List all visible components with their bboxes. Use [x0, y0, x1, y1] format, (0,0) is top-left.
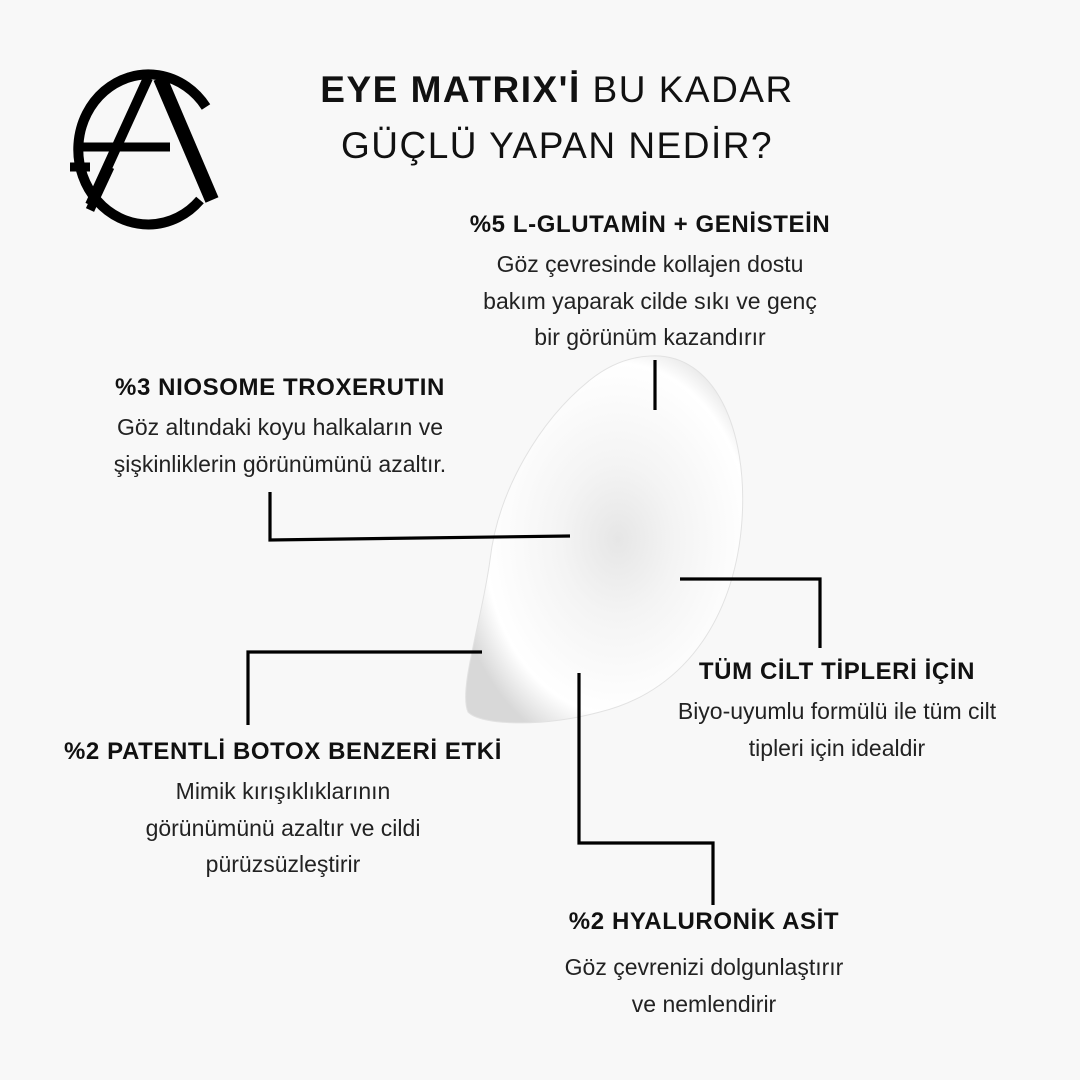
- feature-troxerutin: %3 NIOSOME TROXERUTIN Göz altındaki koyu…: [20, 373, 540, 482]
- title-regular: BU KADAR: [592, 69, 794, 110]
- feature-text: pürüzsüzleştirir: [205, 851, 361, 877]
- cream-swatch: [465, 355, 744, 724]
- feature-heading: %2 PATENTLİ BOTOX BENZERİ ETKİ: [63, 738, 503, 765]
- feature-heading: TÜM CİLT TİPLERİ İÇİN: [698, 658, 976, 685]
- connector-lines: [246, 360, 822, 905]
- feature-text: tipleri için idealdir: [748, 734, 926, 761]
- feature-heading: %3 NIOSOME TROXERUTIN: [115, 374, 445, 401]
- feature-heading: %2 HYALURONİK ASİT: [568, 908, 840, 935]
- feature-text: şişkinliklerin görünümünü azaltır.: [113, 450, 447, 477]
- logo: [70, 69, 219, 230]
- feature-text: Mimik kırışıklıklarının: [175, 778, 391, 804]
- feature-text: bir görünüm kazandırır: [534, 324, 766, 350]
- feature-text: Göz çevresinde kollajen dostu: [496, 251, 804, 277]
- feature-botox: %2 PATENTLİ BOTOX BENZERİ ETKİ Mimik kır…: [23, 737, 543, 883]
- feature-heading: %5 L-GLUTAMİN + GENİSTEİN: [469, 211, 831, 238]
- title-line2: GÜÇLÜ YAPAN NEDİR?: [340, 125, 774, 166]
- feature-text: görünümünü azaltır ve cildi: [145, 814, 421, 841]
- title-bold: EYE MATRIX'İ: [320, 69, 581, 110]
- feature-skin-types: TÜM CİLT TİPLERİ İÇİN Biyo-uyumlu formül…: [577, 657, 1080, 766]
- page-title: EYE MATRIX'İ BU KADAR GÜÇLÜ YAPAN NEDİR?: [257, 62, 857, 174]
- feature-glutamine: %5 L-GLUTAMİN + GENİSTEİN Göz çevresinde…: [390, 210, 910, 356]
- feature-text: Göz altındaki koyu halkaların ve: [116, 414, 443, 440]
- feature-text: bakım yaparak cilde sıkı ve genç: [483, 287, 817, 314]
- feature-hyaluronic: %2 HYALURONİK ASİT Göz çevrenizi dolgunl…: [444, 907, 964, 1022]
- feature-text: Biyo-uyumlu formülü ile tüm cilt: [677, 698, 997, 724]
- feature-text: ve nemlendirir: [631, 990, 777, 1017]
- feature-text: Göz çevrenizi dolgunlaştırır: [564, 954, 844, 980]
